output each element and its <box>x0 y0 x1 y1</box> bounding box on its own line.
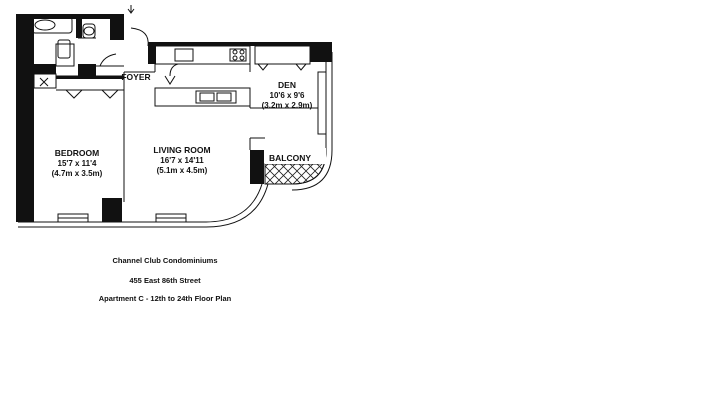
toilet <box>82 23 96 39</box>
den-dim-ft: 10'6 x 9'6 <box>270 91 305 100</box>
living-room-dim-ft: 16'7 x 14'11 <box>160 156 204 165</box>
wall-bath-right <box>110 14 124 40</box>
caption-floor-plan: Apartment C - 12th to 24th Floor Plan <box>98 294 232 303</box>
wall-top-kitchen <box>148 42 318 46</box>
living-room-label: LIVING ROOM <box>153 145 210 155</box>
bedroom-dim-ft: 15'7 x 11'4 <box>58 159 98 168</box>
wall-den-corner <box>310 42 332 62</box>
living-room-dim-m: (5.1m x 4.5m) <box>157 166 208 175</box>
wall-bedroom-column <box>102 198 122 222</box>
stove <box>229 48 247 62</box>
den-dim-m: (3.2m x 2.9m) <box>262 101 313 110</box>
balcony-railing-outer <box>291 52 333 191</box>
bedroom-label: BEDROOM <box>55 148 99 158</box>
wall-kitchen-left <box>148 42 156 64</box>
wall-left <box>16 14 34 222</box>
bathtub <box>31 16 73 34</box>
den-label: DEN <box>278 80 296 90</box>
balcony-label: BALCONY <box>269 153 311 163</box>
bedroom-dim-m: (4.7m x 3.5m) <box>52 169 103 178</box>
caption-building-name: Channel Club Condominiums <box>112 256 218 265</box>
wall-top-bath <box>16 14 112 19</box>
curved-wall-inner <box>205 183 263 223</box>
sink <box>57 39 71 59</box>
wall-balcony-column <box>250 150 264 184</box>
foyer-label: FOYER <box>121 72 150 82</box>
caption-address: 455 East 86th Street <box>129 276 201 285</box>
curved-wall-outer <box>205 183 269 228</box>
kitchen-island <box>154 87 251 107</box>
